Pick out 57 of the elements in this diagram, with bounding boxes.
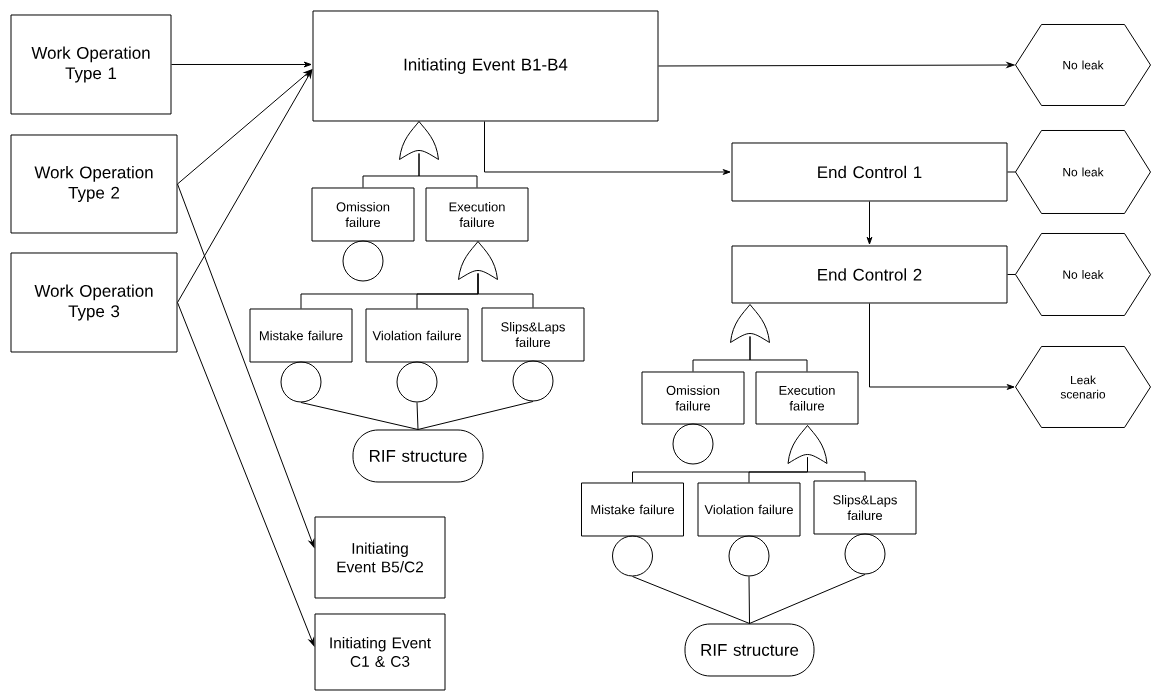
outcome-hexagon: No leak [1015, 233, 1151, 316]
basic-event-circle [672, 423, 714, 465]
basic-event-circle [396, 361, 438, 403]
connector-line [749, 336, 808, 372]
arrow [866, 201, 873, 245]
event-box: Initiating Event B5/C2 [314, 516, 446, 599]
arrow [177, 69, 313, 303]
connector-line [1007, 171, 1016, 173]
basic-event-circle [280, 361, 322, 403]
or-gate [730, 304, 770, 343]
event-box: Initiating Event B1-B4 [312, 10, 659, 122]
connector-line [416, 402, 419, 430]
failure-box: Violation failure [365, 308, 469, 363]
rif-structure-terminal: RIF structure [684, 623, 815, 677]
or-gate [399, 121, 439, 160]
arrow [484, 121, 731, 175]
connector-line [477, 273, 534, 308]
event-box: Work Operation Type 2 [10, 134, 178, 234]
basic-event-circle [728, 535, 770, 577]
arrow [171, 61, 312, 68]
event-box: Work Operation Type 3 [10, 252, 178, 353]
connector-line [749, 574, 866, 624]
event-box: Work Operation Type 1 [10, 14, 172, 115]
connector-line [417, 401, 534, 430]
event-box: End Control 1 [731, 142, 1008, 202]
arrow [177, 183, 315, 548]
failure-box: Execution failure [425, 187, 529, 242]
outcome-hexagon: No leak [1015, 130, 1151, 214]
failure-box: Slips&Laps failure [813, 480, 917, 535]
connector-line [632, 576, 750, 624]
basic-event-circle [844, 533, 886, 575]
failure-box: Omission failure [311, 187, 415, 242]
failure-box: Slips&Laps failure [481, 307, 585, 362]
arrow [869, 303, 1015, 390]
failure-box: Execution failure [755, 371, 859, 425]
connector-line [418, 153, 478, 188]
connector-line [300, 402, 419, 430]
basic-event-circle [612, 535, 653, 577]
or-gate [787, 425, 828, 464]
failure-box: Violation failure [697, 482, 801, 537]
event-box: Initiating Event C1 & C3 [314, 613, 446, 691]
failure-box: Mistake failure [249, 308, 353, 363]
connector-line [1007, 274, 1016, 275]
outcome-hexagon: No leak [1015, 24, 1151, 106]
or-gate [458, 241, 498, 280]
event-box: End Control 2 [731, 245, 1008, 304]
arrow [177, 302, 315, 647]
rif-structure-terminal: RIF structure [352, 429, 484, 483]
basic-event-circle [342, 240, 384, 282]
failure-box: Mistake failure [581, 482, 684, 537]
arrow [658, 62, 1015, 68]
basic-event-circle [512, 360, 554, 402]
connector-line [748, 576, 750, 624]
outcome-hexagon: Leak scenario [1015, 346, 1151, 428]
arrow [177, 69, 312, 185]
connector-line [807, 457, 866, 481]
failure-box: Omission failure [641, 371, 745, 425]
